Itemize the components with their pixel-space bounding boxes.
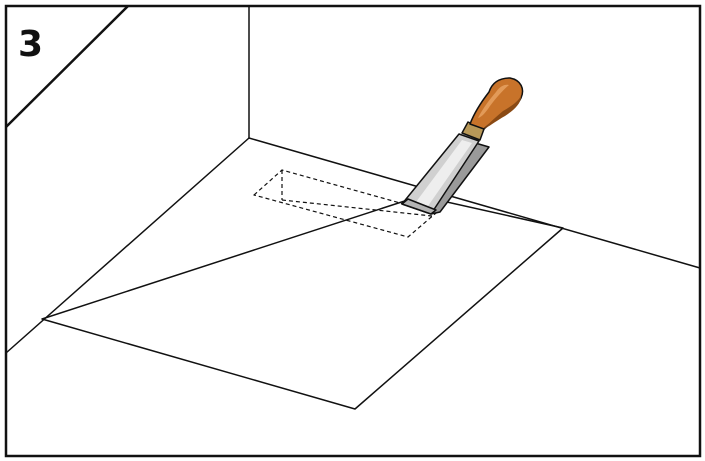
chisel-handle-shade [484, 95, 522, 129]
chisel-bevel [401, 198, 437, 215]
floor-sheet [41, 195, 564, 410]
panel-frame [4, 4, 702, 458]
right-floor-edge [248, 137, 701, 269]
step-badge-divider [5, 5, 129, 128]
chisel-handle-highlight [478, 84, 509, 118]
chisel-icon [401, 77, 524, 215]
chisel-blade-highlight [416, 140, 472, 206]
step-number: 3 [18, 24, 43, 65]
